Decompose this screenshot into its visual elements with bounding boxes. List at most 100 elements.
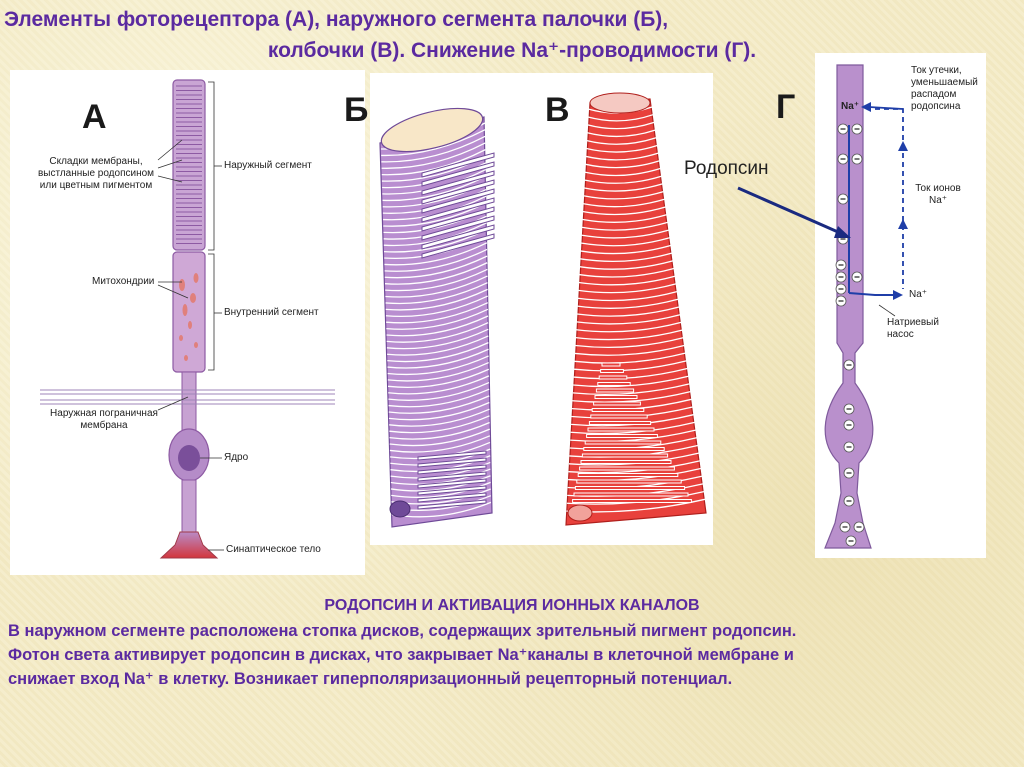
cone-fold — [601, 362, 621, 367]
cone-fold — [572, 499, 692, 503]
outer-limiting-membrane — [40, 389, 335, 405]
rod-ring — [385, 275, 488, 298]
negative-charge-icon — [851, 271, 863, 283]
cone-ring — [586, 129, 656, 138]
cone-fold — [583, 447, 665, 451]
cone-fold — [595, 388, 635, 393]
rod-ring — [388, 388, 490, 408]
caption-block: РОДОПСИН И АКТИВАЦИЯ ИОННЫХ КАНАЛОВ В на… — [0, 597, 1024, 691]
cone-fold-stack — [572, 362, 692, 503]
cone-fold — [579, 466, 675, 471]
cone-ring — [580, 244, 671, 255]
cone-ring — [583, 190, 664, 200]
cone-fold — [581, 453, 669, 458]
negative-charge-icon — [843, 359, 855, 371]
label-ion-current: Ток ионов Na⁺ — [909, 183, 967, 207]
cone-top — [589, 92, 651, 114]
label-pump-line-2: насос — [887, 329, 914, 340]
cone-ring — [577, 298, 679, 309]
rod-ring — [389, 415, 490, 434]
rod-ring — [387, 355, 489, 376]
label-leak-line-4: родопсина — [911, 101, 961, 112]
negative-charge-icon — [843, 419, 855, 431]
rod-ring — [381, 149, 486, 176]
label-olm-line-2: мембрана — [80, 420, 128, 431]
label-na-right: Na⁺ — [909, 289, 928, 300]
rod-disc-stack — [421, 152, 495, 259]
rod-disc — [421, 197, 495, 223]
cone-ring — [576, 321, 682, 333]
axon — [181, 479, 197, 536]
membrane-folds — [176, 85, 202, 244]
photoreceptor-drawing — [40, 79, 335, 559]
label-leak-line-1: Ток утечки, — [911, 65, 962, 76]
cone-ring — [573, 375, 689, 388]
label-folds-line-3: или цветным пигментом — [39, 180, 153, 191]
negative-charge-icon — [845, 535, 857, 547]
rod-ring — [381, 142, 486, 169]
cone-fold — [600, 369, 624, 373]
caption-title: РОДОПСИН И АКТИВАЦИЯ ИОННЫХ КАНАЛОВ — [324, 597, 700, 614]
rod-ring — [386, 308, 489, 330]
cone-ring — [577, 290, 678, 302]
negative-charge-icon — [835, 283, 847, 295]
outer-segment — [172, 79, 206, 251]
rod-base-curl — [389, 500, 411, 518]
label-nucleus: Ядро — [224, 452, 249, 463]
rod-cell-body — [824, 64, 874, 549]
rod-ring — [382, 175, 487, 202]
cone-fold — [584, 440, 662, 445]
cone-fold — [598, 375, 628, 380]
cone-ring — [568, 460, 700, 474]
cone-ring — [578, 275, 676, 286]
rod-ring — [386, 328, 489, 350]
leader-lines — [157, 81, 224, 551]
panel-letter-b: Б — [344, 91, 369, 129]
rod-ring — [388, 395, 490, 414]
rod-ring — [388, 401, 490, 421]
panel-g-na-conductance: Na⁺ Ток утечки, уменьшаемый распадом род… — [815, 53, 986, 558]
rod-ring — [386, 322, 489, 343]
cone-fold — [593, 401, 641, 406]
panel-b-v-segments: Б В — [344, 73, 713, 545]
panel-a-photoreceptor: А Складки мембраны, выстланные родопсино… — [10, 70, 365, 575]
rod-ring — [385, 295, 488, 317]
rod-lower-disc — [417, 492, 487, 503]
cone-ring — [586, 137, 657, 145]
synaptic-body — [159, 531, 219, 559]
panel-letter-a: А — [82, 98, 107, 136]
rod-lower-disc — [417, 464, 487, 475]
rod-disc — [421, 179, 495, 205]
label-leak-current: Ток утечки, уменьшаемый распадом родопси… — [911, 65, 978, 113]
label-olm-line-1: Наружная пограничная — [50, 408, 158, 419]
rod-ring — [389, 428, 491, 447]
negative-charge-icon — [843, 467, 855, 479]
rod-ring — [383, 202, 487, 227]
cone-ring — [585, 144, 658, 153]
rod-disc — [421, 233, 495, 259]
rod-cone-drawing — [379, 92, 707, 528]
rod-disc — [421, 206, 495, 232]
cone-fold — [580, 460, 672, 464]
cone-ring — [574, 344, 685, 356]
connecting-fiber — [181, 371, 197, 435]
ion-current-dashed — [875, 108, 904, 289]
rod-ring — [386, 302, 489, 324]
negative-charge-icon — [851, 123, 863, 135]
cone-ring — [579, 267, 674, 278]
rod-lower-disc — [417, 478, 487, 489]
rod-ring — [389, 421, 490, 440]
rod-ring — [388, 375, 490, 395]
rod-ring — [389, 435, 491, 453]
cone-ring — [584, 160, 660, 169]
label-sodium-pump: Натриевый насос — [887, 317, 939, 341]
cone-ring — [570, 429, 696, 443]
cone-fold — [576, 479, 682, 484]
panel-letter-g: Г — [776, 88, 796, 126]
cone-fold — [594, 395, 638, 399]
pump-arrow-line — [848, 292, 893, 296]
label-inner-segment: Внутренний сегмент — [224, 307, 319, 318]
cone-fold — [597, 382, 631, 386]
cone-ring — [585, 152, 659, 161]
cone-ring — [572, 383, 690, 396]
